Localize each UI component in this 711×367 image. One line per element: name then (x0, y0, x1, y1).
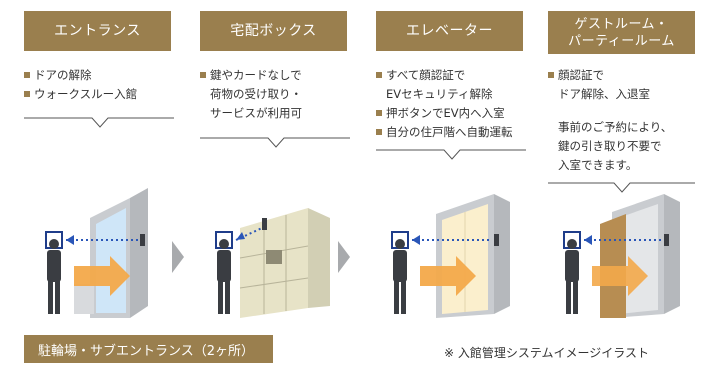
callout-pointer (548, 182, 695, 193)
elevator-illustration (391, 194, 510, 318)
header-elevator-label: エレベーター (406, 23, 493, 39)
header-delivery-box: 宅配ボックス (200, 11, 347, 51)
delivery-feature-text: 鍵やカードなしで 荷物の受け取り・ サービスが利用可 (210, 68, 302, 120)
bicycle-parking-sub-entrance-banner: 駐輪場・サブエントランス（2ヶ所） (24, 335, 273, 363)
list-item: 顔認証で ドア解除、入退室 (548, 66, 708, 104)
callout-pointer (376, 149, 526, 160)
entrance-feature-text: ウォークスルー入館 (34, 87, 138, 101)
list-item: ウォークスルー入館 (24, 85, 174, 104)
header-elevator: エレベーター (376, 11, 523, 51)
callout-pointer (24, 117, 174, 128)
delivery-box-features: 鍵やカードなしで 荷物の受け取り・ サービスが利用可 (200, 66, 350, 123)
guest-room-illustration (563, 194, 680, 318)
header-entrance: エントランス (24, 11, 171, 51)
list-item: 自分の住戸階へ自動運転 (376, 123, 536, 142)
header-guest-room-line1: ゲストルーム・ (574, 16, 669, 32)
callout-pointer (200, 137, 350, 148)
header-guest-room-line2: パーティールーム (568, 33, 675, 49)
entrance-features: ドアの解除 ウォークスルー入館 (24, 66, 174, 104)
list-item: ドアの解除 (24, 66, 174, 85)
elevator-feature-text: すべて顔認証で EVセキュリティ解除 (386, 68, 493, 101)
delivery-box-illustration (215, 208, 330, 318)
walking-person-icon (393, 239, 407, 314)
chevron-right-icon (338, 241, 350, 273)
walking-person-icon (565, 239, 579, 314)
header-delivery-box-label: 宅配ボックス (230, 23, 317, 39)
entrance-feature-text: ドアの解除 (34, 68, 92, 82)
list-item: 押ボタンでEV内へ入室 (376, 104, 536, 123)
guest-room-feature-text: 顔認証で ドア解除、入退室 (558, 68, 650, 101)
walking-person-icon (47, 239, 61, 314)
list-item: すべて顔認証で EVセキュリティ解除 (376, 66, 536, 104)
guest-room-note: 事前のご予約により、 鍵の引き取り不要で 入室できます。 (558, 120, 673, 172)
chevron-right-icon (172, 241, 184, 273)
elevator-features: すべて顔認証で EVセキュリティ解除 押ボタンでEV内へ入室 自分の住戸階へ自動… (376, 66, 536, 142)
footer-label: 駐輪場・サブエントランス（2ヶ所） (38, 343, 255, 359)
elevator-feature-text: 自分の住戸階へ自動運転 (386, 125, 513, 139)
guest-room-features: 顔認証で ドア解除、入退室 (548, 66, 708, 104)
entrance-illustration (45, 188, 148, 318)
list-item: 鍵やカードなしで 荷物の受け取り・ サービスが利用可 (200, 66, 350, 123)
walking-person-icon (217, 239, 231, 314)
elevator-feature-text: 押ボタンでEV内へ入室 (386, 106, 505, 120)
header-guest-room: ゲストルーム・ パーティールーム (548, 11, 695, 54)
illustration-caption: ※ 入館管理システムイメージイラスト (444, 346, 650, 360)
header-entrance-label: エントランス (54, 23, 141, 39)
